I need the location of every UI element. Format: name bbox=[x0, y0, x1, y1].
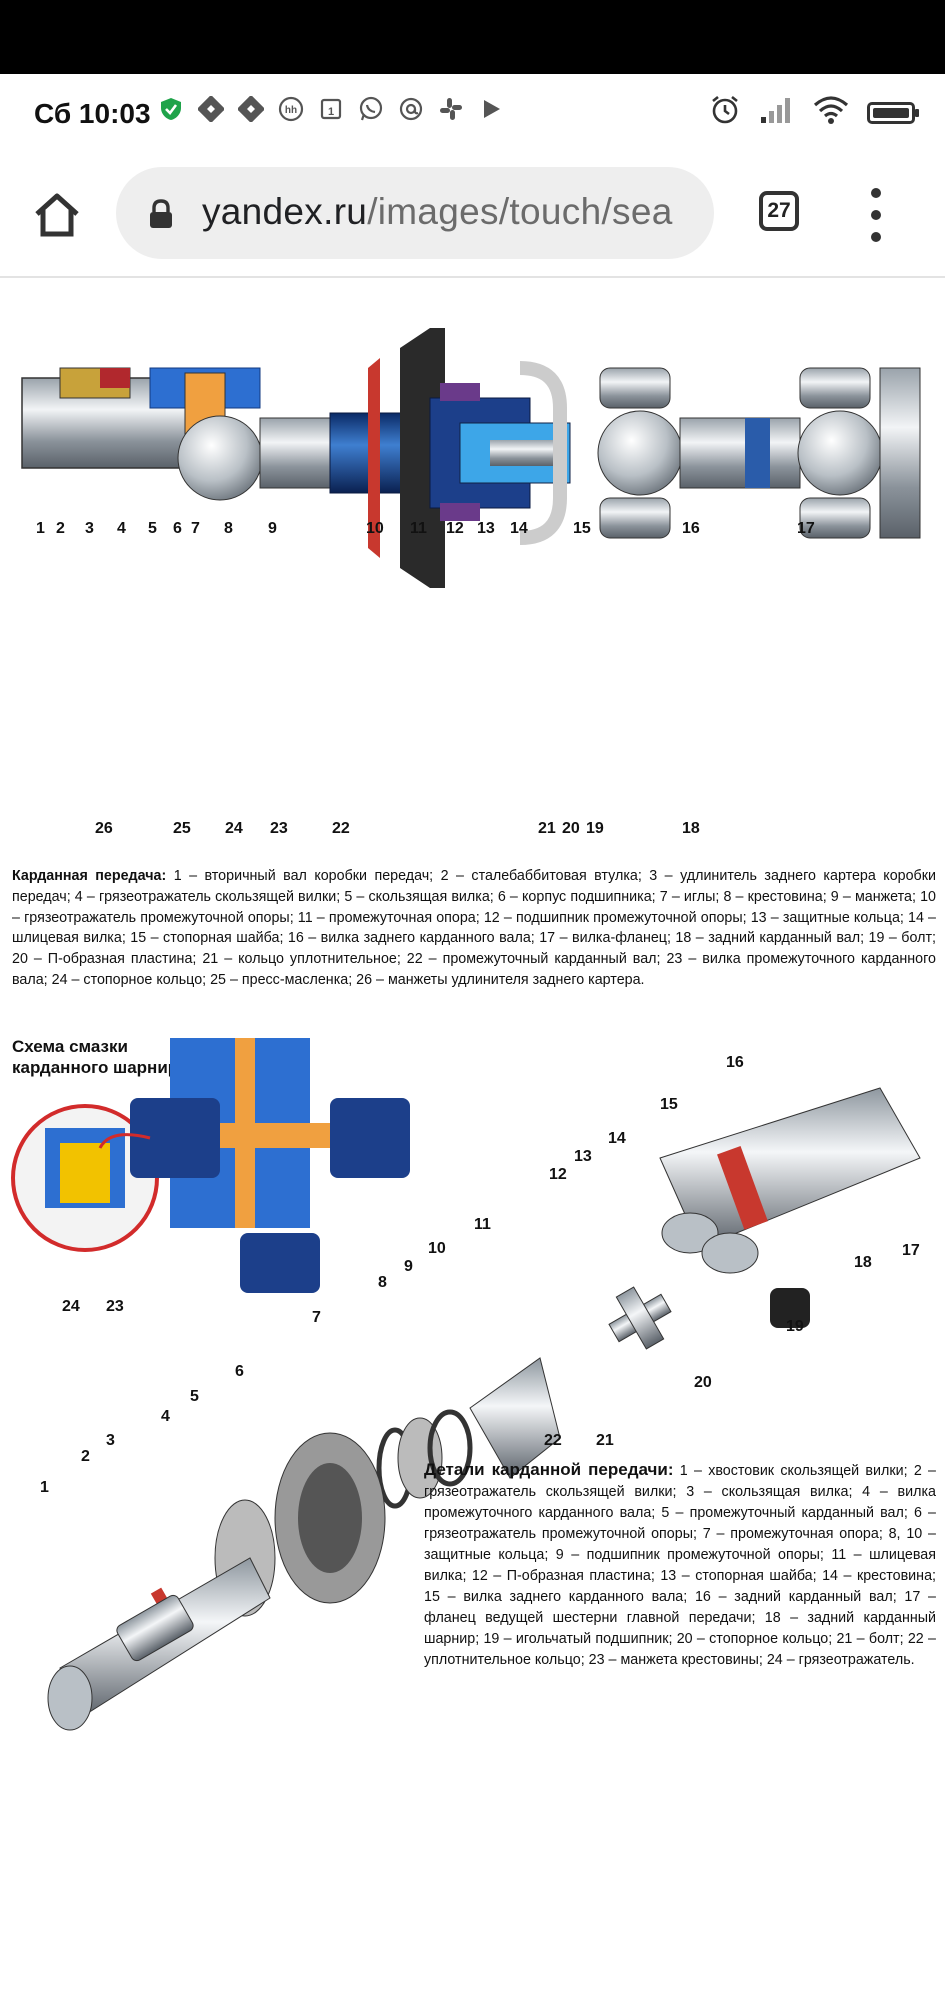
callout-label: 4 bbox=[161, 1408, 170, 1425]
callout-label: 17 bbox=[902, 1242, 920, 1259]
callout-label: 19 bbox=[786, 1318, 804, 1335]
callout-label: 8 bbox=[224, 520, 233, 537]
whatsapp-icon bbox=[358, 96, 384, 122]
callout-label: 4 bbox=[117, 520, 126, 537]
callout-label: 5 bbox=[148, 520, 157, 537]
callout-label: 6 bbox=[235, 1363, 244, 1380]
callout-label: 9 bbox=[268, 520, 277, 537]
callout-label: 15 bbox=[573, 520, 591, 537]
caption-cardan-transmission: Карданная передача: 1 – вторичный вал ко… bbox=[12, 866, 936, 991]
menu-dot-icon bbox=[871, 210, 881, 220]
callout-label: 24 bbox=[62, 1298, 80, 1315]
play-icon bbox=[478, 96, 504, 122]
callout-label: 20 bbox=[562, 820, 580, 837]
callout-label: 22 bbox=[332, 820, 350, 837]
callout-label: 2 bbox=[81, 1448, 90, 1465]
menu-dot-icon bbox=[871, 232, 881, 242]
callout-label: 3 bbox=[106, 1432, 115, 1449]
schema-title-line1: Схема смазки bbox=[12, 1037, 128, 1056]
system-icons bbox=[709, 94, 919, 131]
bulls-icon bbox=[198, 96, 224, 122]
callout-label: 5 bbox=[190, 1388, 199, 1405]
wifi-icon bbox=[813, 95, 849, 130]
caption-top-title: Карданная передача: bbox=[12, 868, 167, 884]
url-bar[interactable]: yandex.ru/images/touch/sea bbox=[116, 167, 714, 259]
overflow-menu-button[interactable] bbox=[866, 188, 886, 242]
caption-top-text: 1 – вторичный вал коробки передач; 2 – с… bbox=[12, 868, 936, 988]
callout-label: 8 bbox=[378, 1274, 387, 1291]
caption-cardan-parts: Детали карданной передачи: 1 – хвостовик… bbox=[424, 1459, 936, 1671]
url-path: /images/touch/sea bbox=[367, 191, 673, 232]
hh-icon: hh bbox=[278, 96, 304, 122]
callout-label: 20 bbox=[694, 1374, 712, 1391]
shield-check-icon bbox=[158, 96, 184, 122]
browser-toolbar: yandex.ru/images/touch/sea 27 bbox=[0, 154, 945, 278]
home-button[interactable] bbox=[30, 188, 84, 242]
status-time: Сб 10:03 bbox=[34, 98, 151, 129]
callout-label: 7 bbox=[191, 520, 200, 537]
callout-label: 26 bbox=[95, 820, 113, 837]
callout-label: 17 bbox=[797, 520, 815, 537]
callout-label: 14 bbox=[608, 1130, 626, 1147]
callout-label: 11 bbox=[474, 1216, 491, 1233]
callout-label: 12 bbox=[446, 520, 464, 537]
battery-icon bbox=[867, 101, 919, 124]
callout-label: 15 bbox=[660, 1096, 678, 1113]
callout-label: 16 bbox=[682, 520, 700, 537]
menu-dot-icon bbox=[871, 188, 881, 198]
lubrication-schema-title: Схема смазки карданного шарнира bbox=[12, 1036, 188, 1078]
url-text[interactable]: yandex.ru/images/touch/sea bbox=[202, 191, 702, 233]
signal-icon bbox=[759, 95, 795, 130]
callout-label: 12 bbox=[549, 1166, 567, 1183]
callout-label: 9 bbox=[404, 1258, 413, 1275]
callout-label: 22 bbox=[544, 1432, 562, 1449]
callout-label: 2 bbox=[56, 520, 65, 537]
caption-bottom-text: 1 – хвостовик скользящей вилки; 2 – гряз… bbox=[424, 1463, 936, 1668]
callout-label: 19 bbox=[586, 820, 604, 837]
callout-label: 13 bbox=[574, 1148, 592, 1165]
callout-label: 14 bbox=[510, 520, 528, 537]
callout-label: 13 bbox=[477, 520, 495, 537]
callout-label: 18 bbox=[854, 1254, 872, 1271]
schema-title-line2: карданного шарнира bbox=[12, 1058, 188, 1077]
callout-label: 6 bbox=[173, 520, 182, 537]
callout-label: 7 bbox=[312, 1309, 321, 1326]
callout-label: 10 bbox=[366, 520, 384, 537]
callout-label: 21 bbox=[538, 820, 556, 837]
calendar-1-icon: 1 bbox=[318, 96, 344, 122]
callout-label: 16 bbox=[726, 1054, 744, 1071]
notification-icons: hh 1 bbox=[158, 96, 504, 122]
callout-label: 1 bbox=[40, 1479, 49, 1496]
svg-text:1: 1 bbox=[328, 106, 334, 118]
caption-bottom-title: Детали карданной передачи: bbox=[424, 1460, 674, 1479]
cardan-assembly-illustration bbox=[21, 328, 921, 588]
bulls-icon bbox=[238, 96, 264, 122]
image-viewer-content: 1 2 3 4 5 6 7 8 9 10 11 12 13 14 15 16 1… bbox=[0, 278, 945, 1920]
lock-icon bbox=[148, 199, 174, 229]
tab-switcher-button[interactable]: 27 bbox=[759, 191, 799, 231]
at-icon bbox=[398, 96, 424, 122]
url-host: yandex.ru bbox=[202, 191, 368, 232]
alarm-icon bbox=[709, 94, 741, 131]
status-bar: Сб 10:03 hh 1 bbox=[0, 74, 945, 154]
callout-label: 11 bbox=[410, 520, 427, 537]
callout-label: 25 bbox=[173, 820, 191, 837]
callout-label: 1 bbox=[36, 520, 45, 537]
callout-label: 23 bbox=[106, 1298, 124, 1315]
callout-label: 24 bbox=[225, 820, 243, 837]
svg-text:hh: hh bbox=[285, 105, 297, 116]
home-icon bbox=[35, 193, 79, 237]
cardan-parts-exploded-illustration bbox=[11, 1038, 921, 1731]
top-black-bar bbox=[0, 0, 945, 74]
callout-label: 18 bbox=[682, 820, 700, 837]
slack-icon bbox=[438, 96, 464, 122]
callout-label: 3 bbox=[85, 520, 94, 537]
callout-label: 21 bbox=[596, 1432, 614, 1449]
callout-label: 10 bbox=[428, 1240, 446, 1257]
callout-label: 23 bbox=[270, 820, 288, 837]
